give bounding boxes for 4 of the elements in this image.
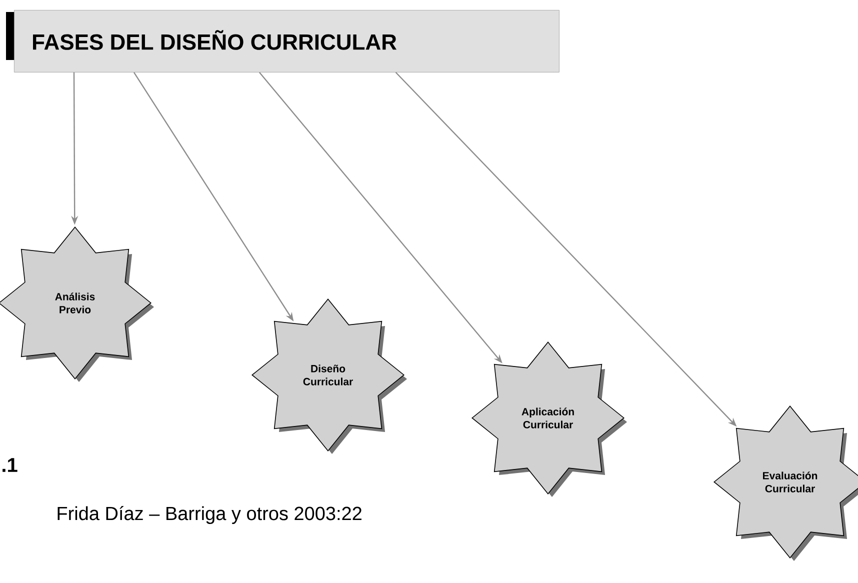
source-citation: Frida Díaz – Barriga y otros 2003:22 — [58, 506, 362, 524]
title-banner — [6, 10, 560, 72]
figure-number: .1 — [2, 458, 18, 472]
title-text: FASES DEL DISEÑO CURRICULAR — [33, 30, 397, 50]
